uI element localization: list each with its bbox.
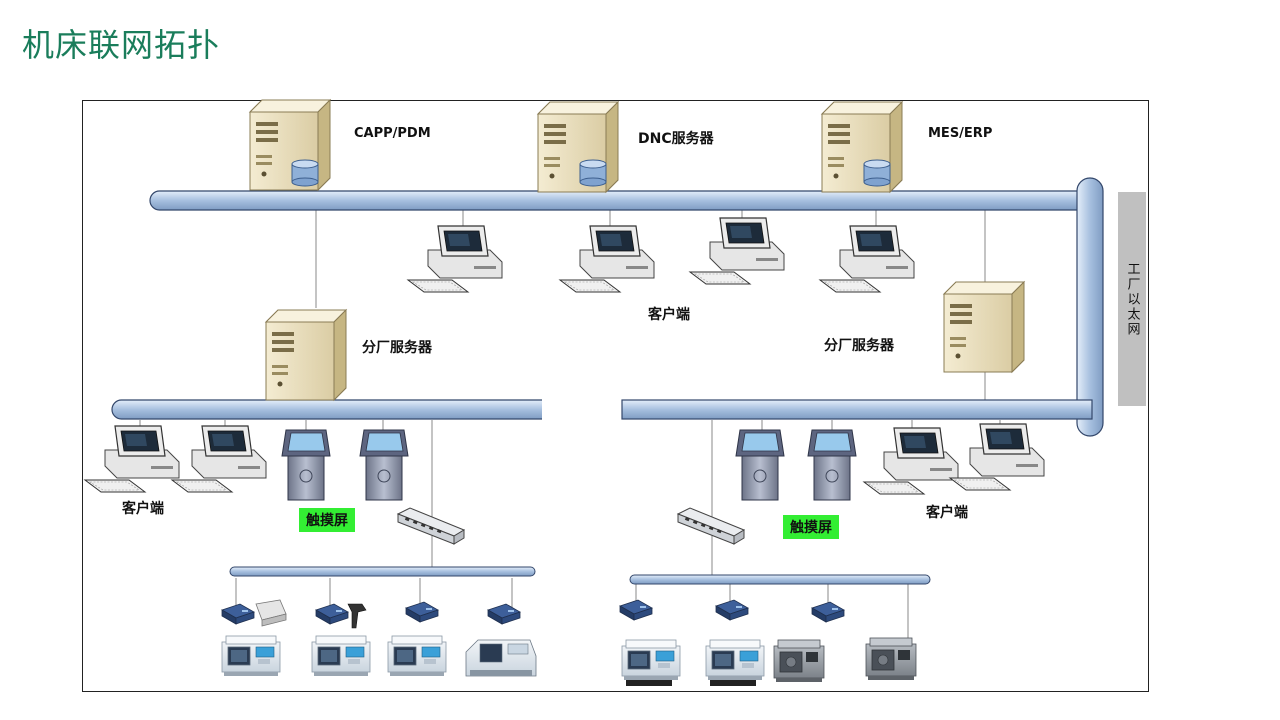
top-client-pcs [407, 217, 915, 293]
right-field-bus [629, 574, 931, 585]
branch-server-left [265, 309, 347, 401]
right-branch-bus [621, 399, 1093, 420]
branch-server-right [943, 281, 1025, 373]
mes-erp-label: MES/ERP [928, 126, 993, 141]
page-title: 机床联网拓扑 [22, 26, 221, 64]
left-touch-screen-label: 触摸屏 [299, 508, 355, 532]
left-client-pcs [84, 425, 267, 493]
factory-ethernet-label: 工厂以太网 [1118, 192, 1146, 406]
factory-ethernet-text: 工厂以太网 [1124, 261, 1140, 337]
right-touch-screens [735, 429, 857, 501]
right-touch-screen-label: 触摸屏 [783, 515, 839, 539]
lathe-machine-icon [465, 639, 537, 677]
barcode-scanner-icon [347, 603, 367, 629]
barcode-reader-icon [255, 599, 287, 627]
left-touch-screens [281, 429, 409, 501]
right-client-pcs [863, 423, 1045, 495]
branch-server-left-label: 分厂服务器 [362, 340, 432, 356]
left-client-label: 客户端 [122, 501, 164, 517]
left-branch-bus [111, 399, 553, 420]
right-cnc-machines [621, 637, 917, 686]
right-switch [677, 507, 745, 545]
left-cnc-machines [221, 635, 537, 677]
top-ethernet-bus [149, 190, 1091, 211]
mes-server [821, 101, 903, 193]
capp-pdm-label: CAPP/PDM [354, 126, 431, 141]
top-client-label: 客户端 [648, 307, 690, 323]
left-field-bus [229, 566, 536, 577]
right-client-label: 客户端 [926, 505, 968, 521]
left-switch [397, 507, 465, 545]
bus-gap [542, 398, 622, 422]
branch-server-right-label: 分厂服务器 [824, 338, 894, 354]
vertical-ethernet-bus [1076, 177, 1104, 437]
dnc-server-label: DNC服务器 [638, 131, 714, 147]
capp-server [249, 99, 331, 191]
dnc-server [537, 101, 619, 193]
right-converters [619, 599, 845, 623]
